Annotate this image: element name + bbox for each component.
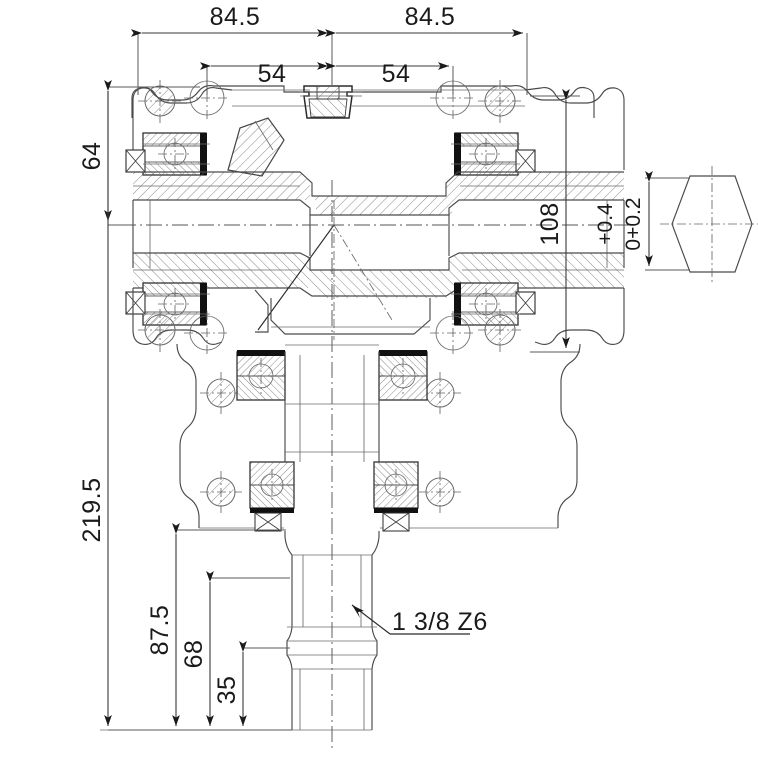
breather-plug xyxy=(300,85,362,119)
bearing-upper-left xyxy=(125,132,210,176)
dim-label-54-right: 54 xyxy=(382,60,411,88)
bevel-gear-lines xyxy=(254,200,431,340)
dim-label-84-5-right: 84.5 xyxy=(405,3,456,31)
dimension-54-left: 54 xyxy=(200,60,328,95)
housing-output-body xyxy=(176,343,581,529)
bearing-output-upper xyxy=(236,350,428,401)
dim-label-35: 35 xyxy=(213,676,241,705)
dim-label-87-5: 87.5 xyxy=(146,605,174,656)
dim-label-68: 68 xyxy=(180,640,208,669)
dimension-54-right: 54 xyxy=(325,60,454,95)
dimension-108: 108 xyxy=(530,89,580,353)
hexagon-detail-view: 0+0.2 +0.4 xyxy=(594,166,758,282)
dim-label-54-left: 54 xyxy=(258,60,287,88)
housing-top-right-edge xyxy=(524,87,625,120)
dimension-68: 68 xyxy=(180,571,290,726)
gearbox-housing-assembly xyxy=(100,76,640,750)
dimension-84-5-left: 84.5 xyxy=(131,3,333,95)
dimension-219-5: 219.5 xyxy=(78,91,292,731)
dim-label-64: 64 xyxy=(78,142,106,171)
dim-label-219-5: 219.5 xyxy=(78,477,106,542)
hex-tolerance-lower: 0+0.2 xyxy=(622,197,645,250)
housing-flange-lower xyxy=(132,288,625,356)
flange-bolt-holes-upper xyxy=(138,76,522,123)
dim-label-84-5-left: 84.5 xyxy=(210,3,261,31)
spline-callout: 1 3/8 Z6 xyxy=(351,604,488,636)
bearing-lower-left xyxy=(125,282,210,326)
dim-label-108: 108 xyxy=(536,202,564,245)
hex-tolerance-upper: +0.4 xyxy=(594,203,617,245)
bearing-output-lower xyxy=(249,461,419,532)
dimension-35: 35 xyxy=(213,641,290,726)
dimension-87-5: 87.5 xyxy=(146,523,286,726)
spline-callout-label: 1 3/8 Z6 xyxy=(392,608,488,636)
housing-upper-wall-section xyxy=(133,171,624,216)
dimension-84-5-right: 84.5 xyxy=(325,3,528,95)
